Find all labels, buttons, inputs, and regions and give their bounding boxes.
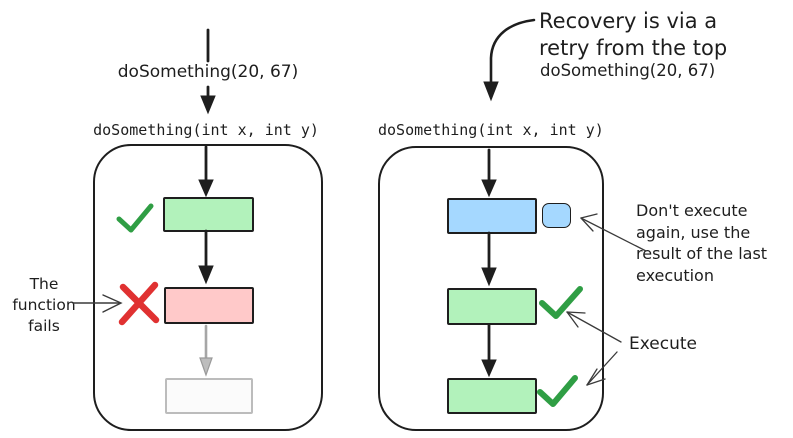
dont-execute-note: Don't execute again, use the result of t… [636, 201, 768, 285]
right-step-executed-2 [447, 378, 537, 414]
cached-result-icon [542, 203, 571, 228]
right-call-label: doSomething(20, 67) [540, 61, 716, 80]
left-step-failed [164, 287, 254, 324]
recovery-arrow-icon [483, 18, 536, 102]
left-step-not-reached [165, 378, 253, 414]
right-step-executed-1 [447, 288, 537, 325]
fail-note: The function fails [12, 275, 76, 335]
left-call-label: doSomething(20, 67) [117, 62, 299, 82]
execute-note: Execute [629, 334, 697, 354]
left-step-executed-ok [163, 197, 254, 232]
left-signature-label: doSomething(int x, int y) [93, 121, 319, 139]
right-step-cached [447, 198, 537, 234]
right-signature-label: doSomething(int x, int y) [378, 121, 604, 139]
recovery-note: Recovery is via a retry from the top [539, 9, 728, 60]
